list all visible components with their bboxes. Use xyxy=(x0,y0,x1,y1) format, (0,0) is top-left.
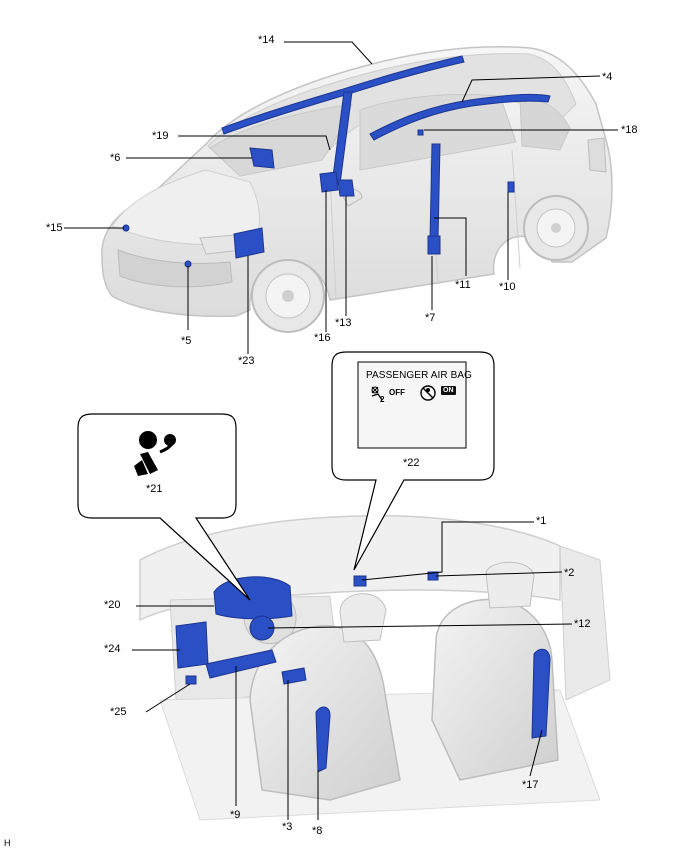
callout-25: *25 xyxy=(110,706,127,718)
callout-19: *19 xyxy=(152,130,169,142)
airbag-connector xyxy=(185,675,197,685)
callout-2: *2 xyxy=(564,567,575,579)
callout-9: *9 xyxy=(230,809,241,821)
callout-7: *7 xyxy=(425,312,436,324)
rear-airbag-sensor xyxy=(507,181,515,193)
callout-18: *18 xyxy=(621,124,638,136)
combination-meter xyxy=(213,576,293,620)
interior-airbag-components xyxy=(175,571,551,773)
passenger-airbag-off-icon: 2 xyxy=(371,386,385,404)
passenger-airbag-disabled-icon xyxy=(420,385,436,401)
callout-8: *8 xyxy=(312,825,323,837)
callout-11: *11 xyxy=(455,279,471,291)
callout-22: *22 xyxy=(403,457,420,469)
callout-12: *12 xyxy=(574,618,591,630)
callout-13: *13 xyxy=(335,317,352,329)
rear-wheel xyxy=(523,195,589,261)
passenger-airbag-indicator xyxy=(353,575,367,587)
knee-airbag xyxy=(205,649,277,679)
leader-lines xyxy=(64,41,618,820)
rear-seat-belt-pretensioner xyxy=(429,143,441,241)
steering-pad xyxy=(249,147,275,169)
front-seat-belt-pretensioner xyxy=(319,171,339,193)
callout-14: *14 xyxy=(258,34,275,46)
indicator-on-label: ON xyxy=(441,386,456,395)
callout-23: *23 xyxy=(238,355,255,367)
curtain-shield-airbag-right xyxy=(369,93,551,141)
callout-3: *3 xyxy=(282,821,293,833)
callout-17: *17 xyxy=(522,779,539,791)
vehicle-illustration xyxy=(101,46,613,333)
callout-4: *4 xyxy=(602,71,613,83)
callout-21: *21 xyxy=(146,483,163,495)
indicator-panel-callout: 2 xyxy=(331,351,495,571)
callout-6: *6 xyxy=(110,152,121,164)
figure-code: H xyxy=(4,838,11,848)
callout-10: *10 xyxy=(499,281,516,293)
airbag-warning-callout xyxy=(77,413,251,601)
front-wheel xyxy=(251,259,325,333)
callout-15: *15 xyxy=(46,222,63,234)
callout-1: *1 xyxy=(536,515,547,527)
side-airbag-sensor xyxy=(337,179,355,197)
indicator-off-label: OFF xyxy=(389,388,405,397)
vehicle-airbag-components xyxy=(122,55,551,268)
front-airbag-sensor-module xyxy=(233,227,265,259)
svg-text:2: 2 xyxy=(380,395,385,404)
callout-5: *5 xyxy=(181,335,192,347)
callout-16: *16 xyxy=(314,332,331,344)
airbag-warning-icon xyxy=(134,431,176,476)
airbag-ecu xyxy=(175,621,209,669)
front-seat-side-airbag-left xyxy=(315,706,331,773)
callout-24: *24 xyxy=(104,643,121,655)
indicator-panel-title: PASSENGER AIR BAG xyxy=(366,370,472,381)
curtain-shield-airbag-left xyxy=(221,55,465,135)
front-seat-side-airbag-right xyxy=(531,648,551,739)
callout-20: *20 xyxy=(104,599,121,611)
